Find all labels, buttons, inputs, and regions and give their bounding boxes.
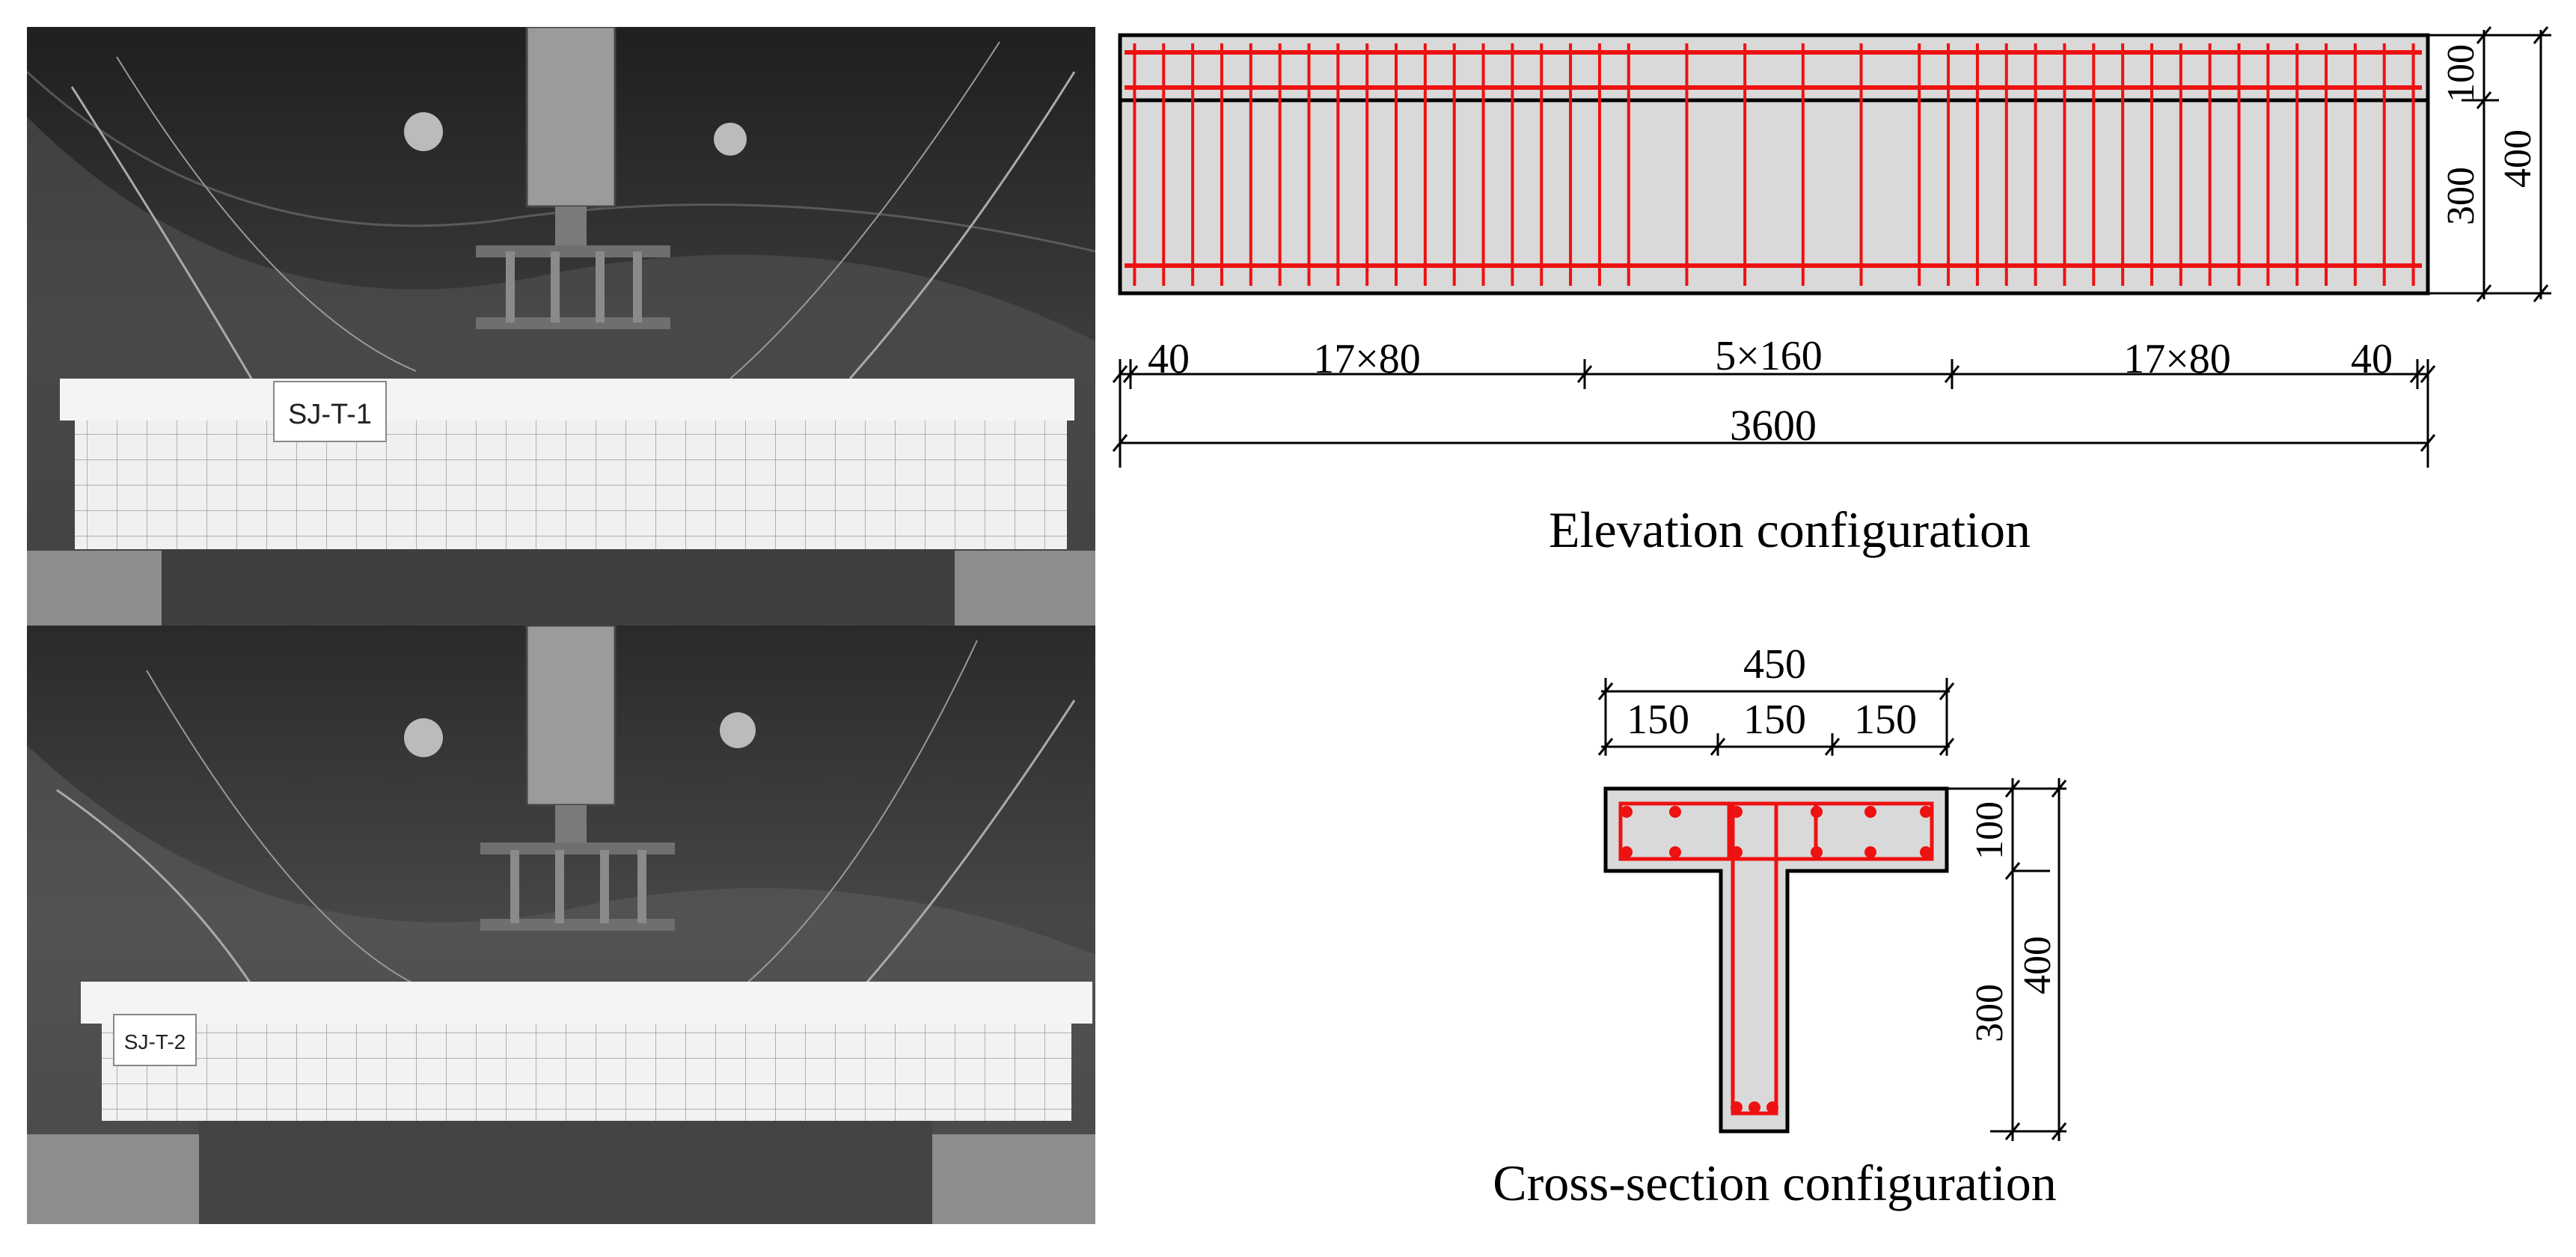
elevation-dim-flange: 100 bbox=[2440, 44, 2482, 103]
elevation-dim-total-length: 3600 bbox=[1730, 401, 1817, 450]
elevation-beam-body bbox=[1118, 33, 2430, 296]
section-dim-part-left: 150 bbox=[1627, 697, 1689, 743]
test-photo-specimen-1: SJ-T-1 bbox=[27, 27, 1095, 626]
specimen-label-1: SJ-T-1 bbox=[288, 399, 372, 430]
cross-section-view: 450 150 150 150 100 300 400 Cross-sectio… bbox=[1493, 641, 2067, 1211]
elevation-view: 100 300 400 40 17×80 5×160 17×80 40 3600 bbox=[1112, 26, 2551, 558]
test-photo-specimen-2: SJ-T-2 bbox=[27, 626, 1095, 1224]
elevation-height-dimensions bbox=[2428, 26, 2551, 302]
elevation-dim-end-right: 40 bbox=[2351, 336, 2393, 382]
section-dim-web: 300 bbox=[1968, 984, 2011, 1042]
elevation-dim-middle: 5×160 bbox=[1715, 333, 1823, 379]
elevation-dim-total-height: 400 bbox=[2497, 129, 2539, 188]
section-dim-total-height: 400 bbox=[2016, 936, 2059, 994]
section-height-dimensions bbox=[1947, 778, 2067, 1141]
section-rebar-dots bbox=[1621, 806, 1932, 1113]
elevation-caption: Elevation configuration bbox=[1549, 501, 2031, 558]
section-dim-total-width: 450 bbox=[1743, 641, 1806, 688]
elevation-dim-end-left: 40 bbox=[1148, 336, 1190, 382]
elevation-length-dimensions bbox=[1112, 359, 2436, 468]
elevation-dim-web: 300 bbox=[2440, 167, 2482, 225]
section-caption: Cross-section configuration bbox=[1493, 1154, 2057, 1211]
elevation-stirrups bbox=[1133, 43, 2415, 286]
section-width-dimensions bbox=[1597, 678, 1955, 756]
section-dim-part-right: 150 bbox=[1854, 697, 1917, 743]
specimen-label-2: SJ-T-2 bbox=[124, 1030, 186, 1053]
elevation-dim-dense-right: 17×80 bbox=[2123, 336, 2231, 382]
section-dim-flange: 100 bbox=[1968, 801, 2011, 860]
section-dim-part-mid: 150 bbox=[1743, 697, 1806, 743]
elevation-dim-dense-left: 17×80 bbox=[1313, 336, 1421, 382]
